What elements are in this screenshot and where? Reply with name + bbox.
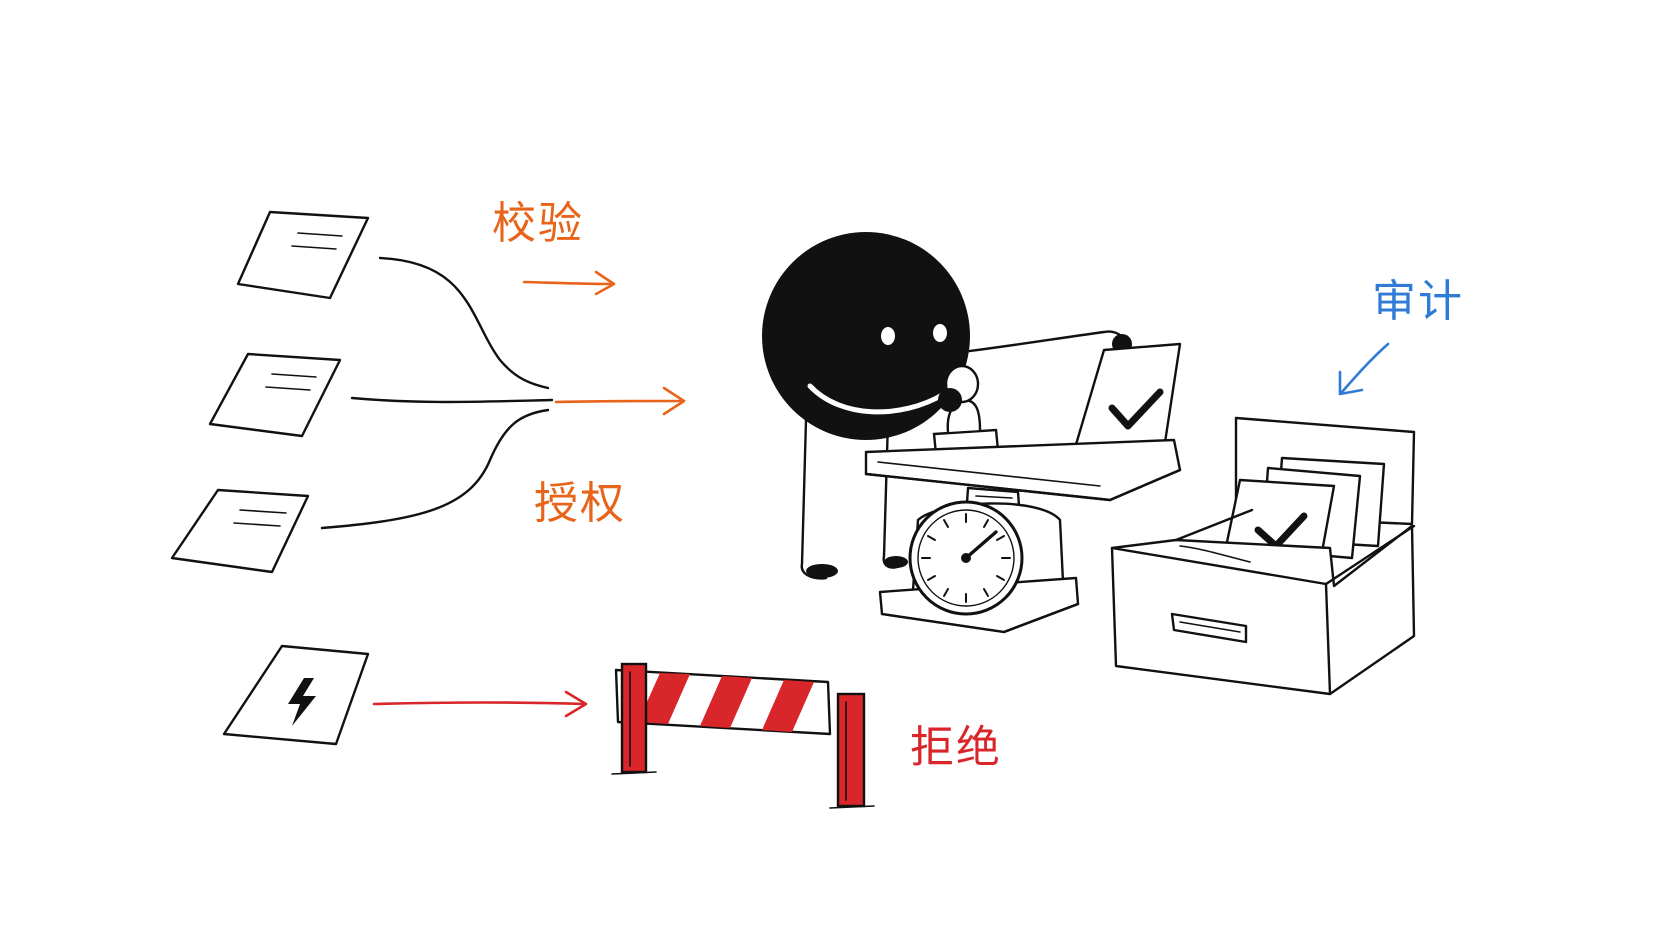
file-drawer-icon xyxy=(1110,416,1416,696)
validate-arrow xyxy=(522,270,616,296)
document-icon xyxy=(236,210,370,300)
flow-lines xyxy=(320,256,554,530)
striped-barrier-icon xyxy=(611,662,875,809)
reject-label: 拒绝 xyxy=(910,722,1002,773)
audit-label: 审计 xyxy=(1372,276,1464,327)
weighing-scale-icon xyxy=(864,438,1182,634)
reject-arrow xyxy=(372,690,588,718)
document-icon xyxy=(208,352,342,438)
authorize-label: 授权 xyxy=(534,478,626,529)
flow-arrow xyxy=(554,386,686,416)
lightning-document-icon xyxy=(222,644,370,746)
audit-arrow xyxy=(1338,342,1390,396)
document-icon xyxy=(170,488,310,574)
validate-label: 校验 xyxy=(492,198,584,249)
